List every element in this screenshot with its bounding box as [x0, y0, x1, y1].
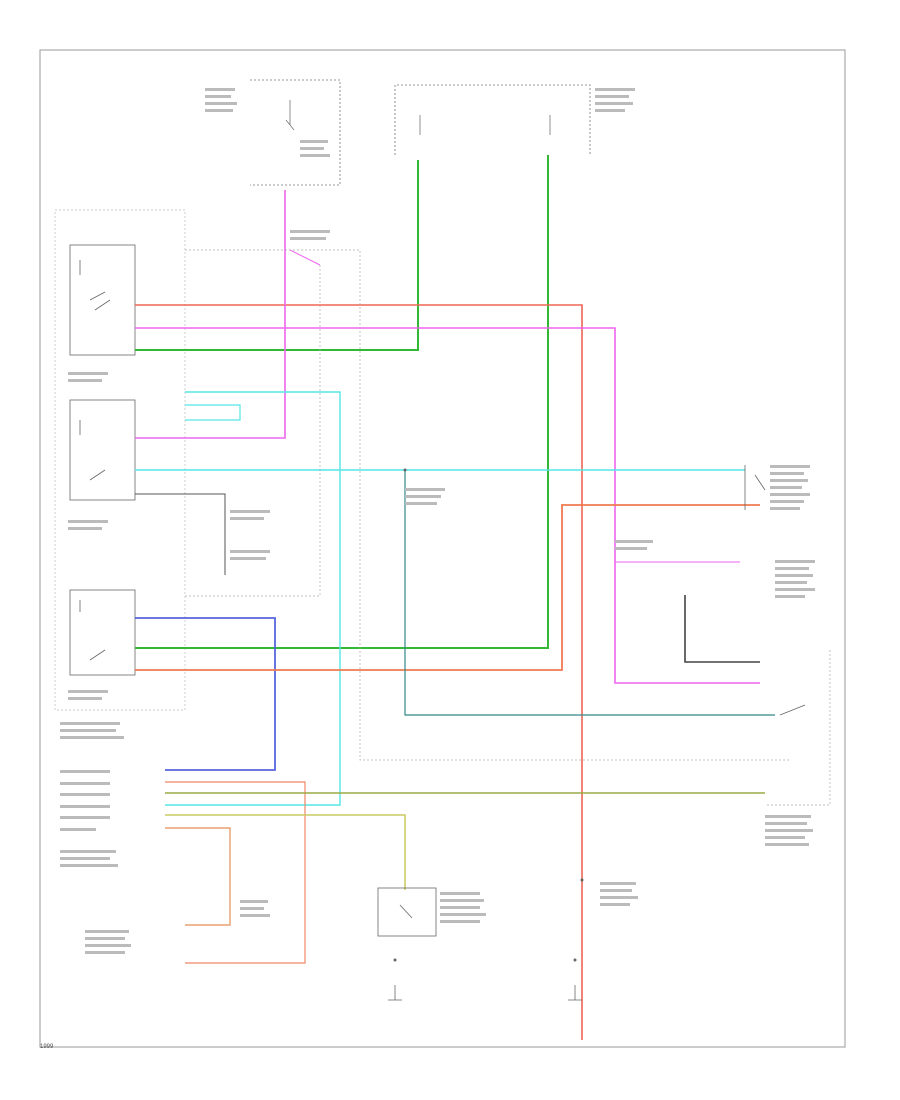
dotted-line-1 [185, 249, 790, 761]
caption-marks [60, 88, 815, 954]
footer-mark: 1999 [40, 1044, 54, 1050]
wire-red-2 [165, 781, 306, 964]
wire-green-left [135, 160, 419, 351]
relay-1 [69, 244, 136, 356]
wire-pink-3 [289, 249, 321, 266]
wire-red-top [135, 304, 583, 1040]
wire-black-right [684, 595, 760, 663]
connector-dots [393, 468, 584, 962]
wire-orange [135, 504, 760, 671]
fuse-box-left [250, 79, 341, 186]
right-switch-2 [779, 704, 806, 716]
right-dashed-box [765, 650, 831, 806]
wire-cyan-bus [165, 391, 341, 806]
relay-3 [69, 589, 136, 676]
wire-blue [135, 617, 276, 771]
right-switch-1 [744, 465, 766, 510]
wire-olive-2 [165, 814, 406, 890]
pressure-switch-box [377, 887, 437, 937]
wire-green-right [135, 155, 549, 649]
diagram-frame [39, 49, 846, 1048]
dotted-line-2 [185, 265, 321, 597]
wire-tan [165, 827, 231, 926]
wire-pink-2 [135, 190, 286, 439]
fuse-box-right [394, 84, 591, 155]
ground-symbol [388, 985, 582, 1001]
left-module-box [54, 209, 186, 711]
wire-cyan-2 [185, 404, 241, 421]
relay-2 [69, 399, 136, 501]
wire-teal-vertical [404, 470, 775, 716]
wire-gray-1 [135, 493, 226, 575]
